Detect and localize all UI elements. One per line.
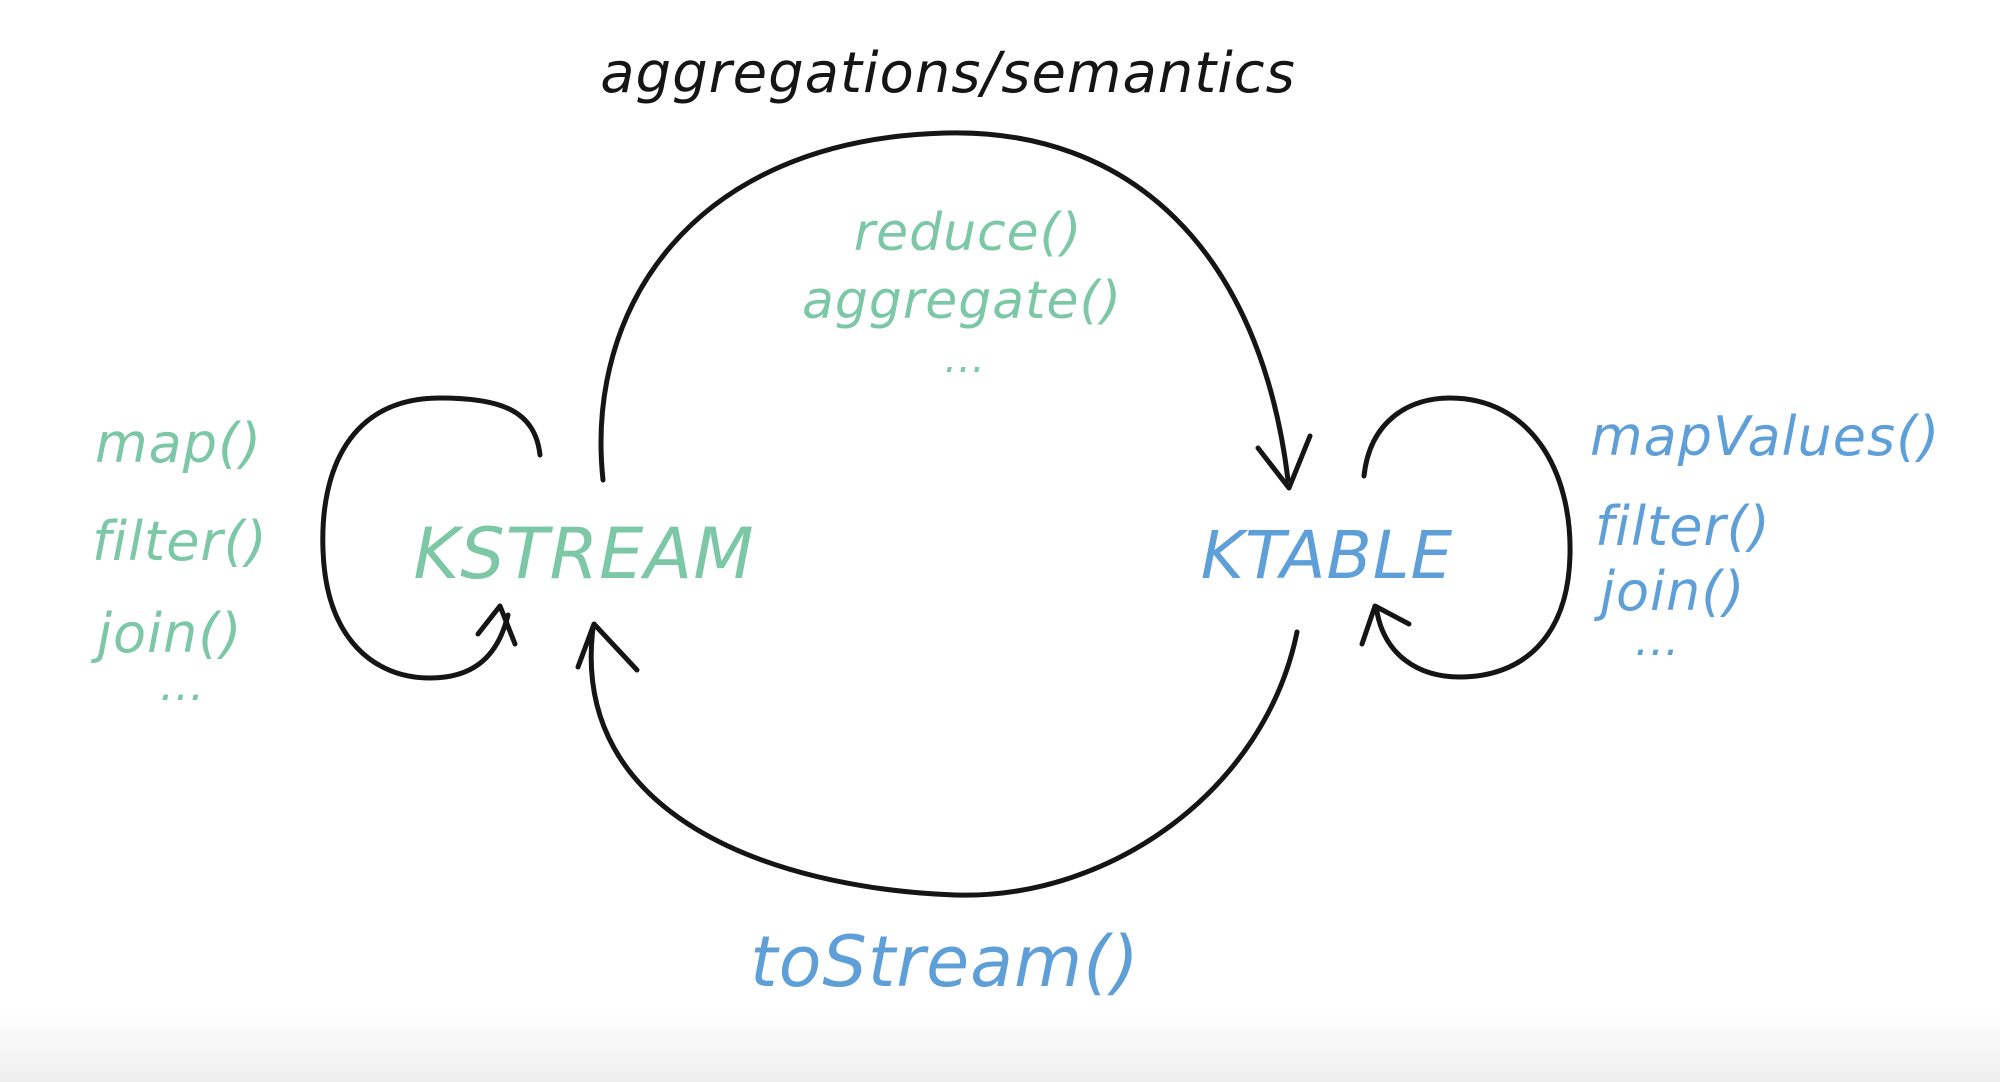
tostream-op: toStream() <box>750 921 1140 1003</box>
kstream-op-join: join() <box>90 602 242 665</box>
ktable-op-more: ... <box>1635 615 1680 666</box>
ktable-label: KTABLE <box>1201 517 1453 594</box>
aggregation-op-aggregate: aggregate() <box>802 271 1122 331</box>
kstream-op-filter: filter() <box>92 510 268 573</box>
diagram-title: aggregations/semantics <box>600 41 1296 106</box>
stream-to-table-arc <box>598 130 1291 483</box>
stream-to-table-arrowhead <box>1255 433 1313 491</box>
table-to-stream-arrowhead <box>575 621 640 673</box>
kstream-op-map: map() <box>95 412 262 475</box>
ktable-self-loop-arrowhead <box>1359 603 1412 647</box>
ktable-self-loop <box>1361 395 1573 680</box>
kstream-label: KSTREAM <box>413 513 754 595</box>
ktable-op-filter: filter() <box>1595 495 1771 558</box>
kstream-op-more: ... <box>160 660 205 711</box>
aggregation-op-reduce: reduce() <box>854 203 1083 263</box>
ktable-op-join: join() <box>1593 560 1745 623</box>
table-to-stream-arc <box>588 625 1300 898</box>
ktable-op-mapvalues: mapValues() <box>1590 405 1940 468</box>
kstream-self-loop-arrowhead <box>475 603 518 647</box>
aggregation-op-more: ... <box>944 336 985 382</box>
kstream-self-loop <box>320 395 543 681</box>
bottom-fade-band <box>0 1010 2000 1082</box>
